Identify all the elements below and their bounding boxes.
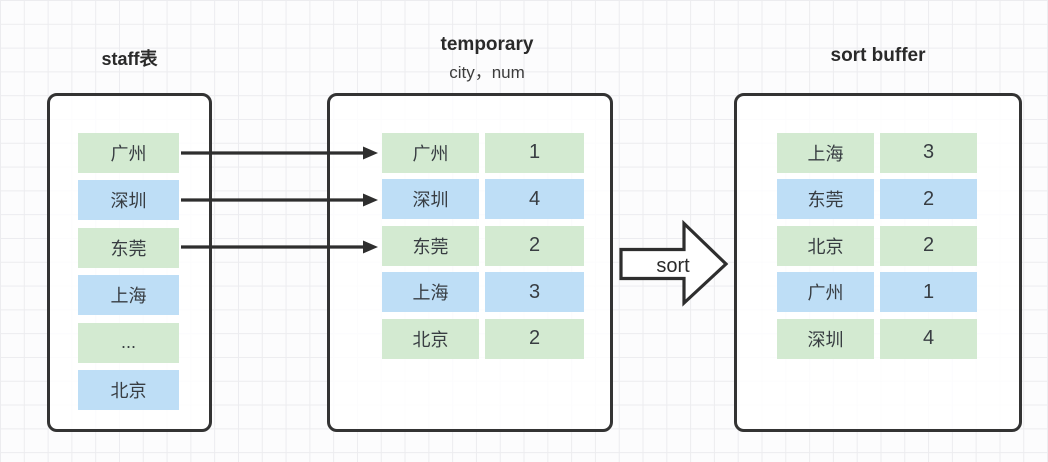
staff-table-panel: 广州 深圳 东莞 上海 ... 北京 [47, 93, 212, 432]
table-row: 上海 [78, 275, 209, 315]
city-cell: 广州 [78, 132, 179, 173]
city-cell: 深圳 [78, 180, 179, 220]
table-row: 上海 3 [382, 272, 610, 312]
sort-arrow-label: sort [656, 255, 690, 277]
city-cell: 广州 [382, 132, 479, 173]
table-row: 广州 1 [777, 272, 1019, 312]
table-row: 北京 2 [382, 318, 610, 359]
num-cell: 4 [880, 318, 977, 359]
city-cell: 广州 [777, 272, 874, 312]
city-cell: 北京 [777, 225, 874, 266]
sort-buffer-rows: 上海 3 东莞 2 北京 2 广州 1 深圳 4 [737, 132, 1019, 359]
num-cell: 2 [880, 225, 977, 266]
city-cell: 深圳 [777, 318, 874, 359]
city-cell: 北京 [78, 370, 179, 410]
num-cell: 1 [880, 272, 977, 312]
table-row: 广州 [78, 132, 209, 173]
city-cell: 东莞 [78, 227, 179, 268]
temporary-table-title-block: temporary city，num [344, 34, 630, 83]
city-cell: 深圳 [382, 179, 479, 219]
sort-block-arrow: sort [619, 219, 729, 307]
table-row: 北京 [78, 370, 209, 410]
table-row: 广州 1 [382, 132, 610, 173]
table-row: 深圳 4 [777, 318, 1019, 359]
num-cell: 2 [485, 318, 584, 359]
city-cell: 上海 [382, 272, 479, 312]
num-cell: 4 [485, 179, 584, 219]
temporary-table-subtitle: city，num [449, 63, 525, 82]
table-row: ... [78, 322, 209, 363]
city-cell: 东莞 [382, 225, 479, 266]
table-row: 北京 2 [777, 225, 1019, 266]
city-cell: 北京 [382, 318, 479, 359]
num-cell: 3 [880, 132, 977, 173]
staff-table-title: staff表 [101, 49, 158, 69]
city-cell: 上海 [777, 132, 874, 173]
staff-table-rows: 广州 深圳 东莞 上海 ... 北京 [50, 132, 209, 410]
table-row: 深圳 4 [382, 179, 610, 219]
sort-buffer-panel: 上海 3 东莞 2 北京 2 广州 1 深圳 4 [734, 93, 1022, 432]
table-row: 东莞 [78, 227, 209, 268]
table-row: 东莞 2 [777, 179, 1019, 219]
temporary-table-panel: 广州 1 深圳 4 东莞 2 上海 3 北京 2 [327, 93, 613, 432]
sort-buffer-title: sort buffer [830, 45, 926, 66]
city-cell: 上海 [78, 275, 179, 315]
num-cell: 2 [485, 225, 584, 266]
city-cell: 东莞 [777, 179, 874, 219]
num-cell: 1 [485, 132, 584, 173]
table-row: 上海 3 [777, 132, 1019, 173]
city-cell: ... [78, 322, 179, 363]
table-row: 深圳 [78, 180, 209, 220]
temporary-table-rows: 广州 1 深圳 4 东莞 2 上海 3 北京 2 [330, 132, 610, 359]
table-row: 东莞 2 [382, 225, 610, 266]
temporary-table-title: temporary [440, 34, 534, 55]
num-cell: 3 [485, 272, 584, 312]
num-cell: 2 [880, 179, 977, 219]
